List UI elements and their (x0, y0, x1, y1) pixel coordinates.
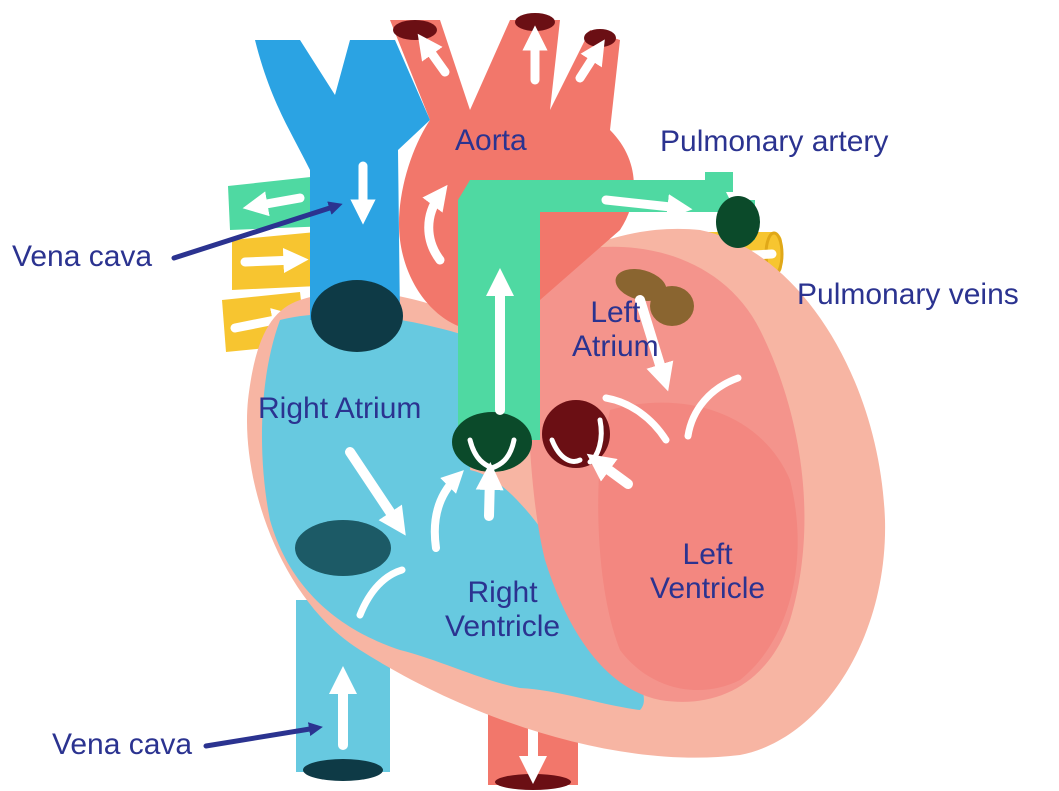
coronary-sinus (295, 520, 391, 576)
label-right-ventricle-line1: Right (445, 576, 560, 610)
label-pulmonary-veins: Pulmonary veins (797, 278, 1019, 312)
label-left-atrium: Left Atrium (572, 296, 659, 364)
label-vena-cava-bottom: Vena cava (52, 728, 192, 762)
label-left-ventricle-line1: Left (650, 538, 765, 572)
label-right-ventricle: Right Ventricle (445, 576, 560, 644)
label-right-ventricle-line2: Ventricle (445, 610, 560, 644)
label-left-atrium-line2: Atrium (572, 330, 659, 364)
label-aorta: Aorta (455, 124, 527, 158)
label-vena-cava-top: Vena cava (12, 240, 152, 274)
label-right-atrium: Right Atrium (258, 392, 421, 426)
label-pulmonary-artery: Pulmonary artery (660, 125, 888, 159)
label-left-atrium-line1: Left (572, 296, 659, 330)
label-left-ventricle: Left Ventricle (650, 538, 765, 606)
label-left-ventricle-line2: Ventricle (650, 572, 765, 606)
